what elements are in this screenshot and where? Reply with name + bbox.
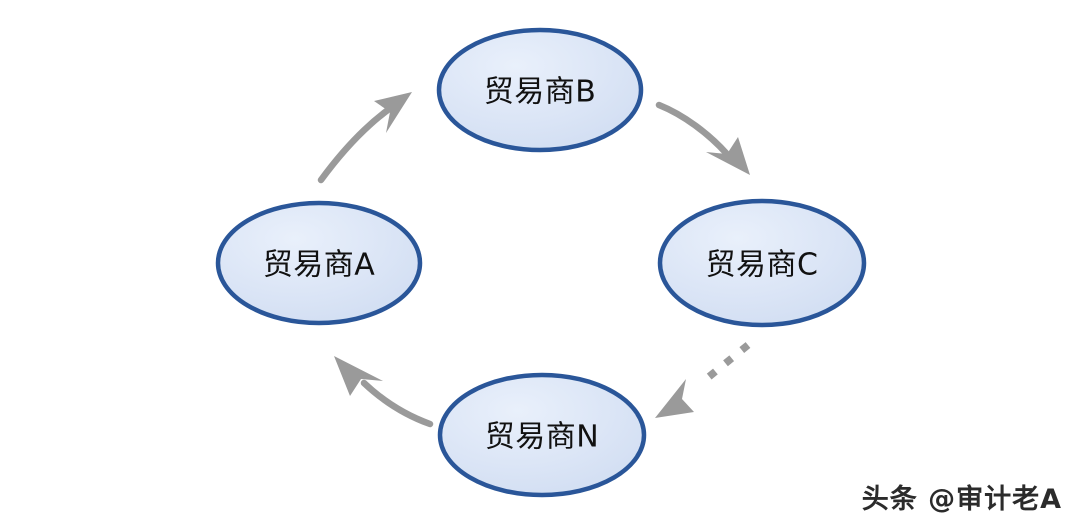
node-trader-n[interactable]: 贸易商N [437, 372, 647, 498]
edge-n-to-a-arrowhead [334, 356, 383, 396]
edge-n-to-a-line [360, 379, 434, 428]
node-trader-a[interactable]: 贸易商A [215, 200, 423, 326]
node-group: 贸易商B 贸易商C 贸易商N 贸易商A [215, 27, 867, 498]
edge-n-to-a [334, 356, 434, 428]
node-trader-b-label: 贸易商B [484, 75, 597, 110]
edge-b-to-c [655, 101, 750, 175]
edge-c-to-n-line [697, 342, 751, 387]
node-trader-c-shape[interactable] [657, 198, 867, 328]
edge-c-to-n-arrowhead [655, 379, 694, 418]
edge-c-to-n [655, 342, 751, 418]
edge-group [317, 92, 751, 428]
node-trader-a-label: 贸易商A [263, 248, 376, 283]
node-trader-b[interactable]: 贸易商B [436, 27, 644, 153]
node-trader-n-shape[interactable] [437, 372, 647, 498]
node-trader-c-label: 贸易商C [706, 248, 819, 283]
node-trader-b-shape[interactable] [436, 27, 644, 153]
node-trader-c[interactable]: 贸易商C [657, 198, 867, 328]
node-trader-a-shape[interactable] [215, 200, 423, 326]
edge-b-to-c-arrowhead [706, 137, 750, 175]
edge-a-to-b-line [317, 103, 396, 184]
edge-a-to-b [317, 92, 412, 184]
node-trader-n-label: 贸易商N [485, 420, 599, 455]
edge-a-to-b-arrowhead [374, 92, 412, 133]
edge-b-to-c-line [655, 101, 731, 158]
watermark-text: 头条 @审计老A [861, 484, 1062, 515]
